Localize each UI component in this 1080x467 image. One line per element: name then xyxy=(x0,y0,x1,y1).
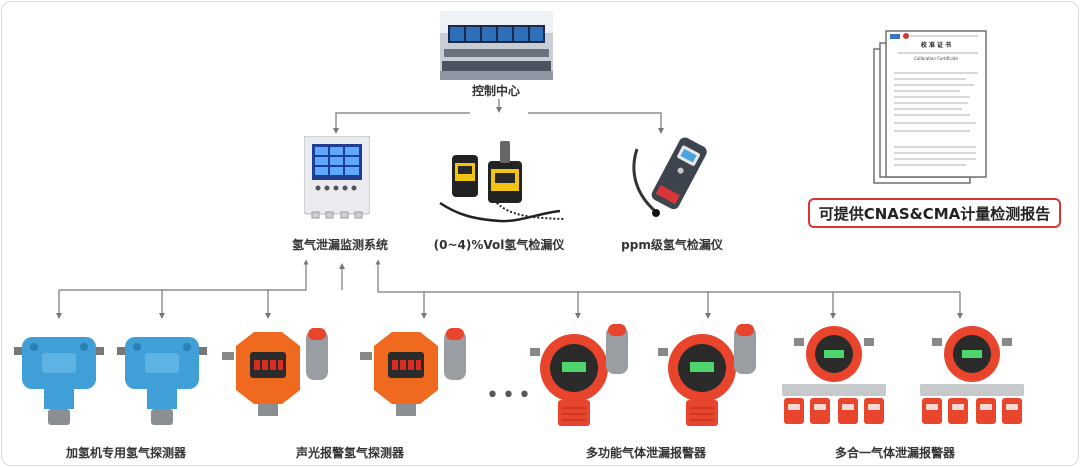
group2-label: 声光报警氢气探测器 xyxy=(295,446,405,460)
multi-in-one-alarm-2-image xyxy=(916,324,1028,430)
link-monitoring-left-bus xyxy=(59,262,307,291)
ppm-detector-label: ppm级氢气检漏仪 xyxy=(621,238,723,252)
dispenser-detector-2-image xyxy=(117,333,207,428)
dispenser-detector-1-image xyxy=(14,333,104,428)
sound-light-detector-1-image xyxy=(222,326,334,426)
group3-label: 多功能气体泄漏报警器 xyxy=(585,446,707,460)
portable-detector-label: (0~4)%Vol氢气检漏仪 xyxy=(433,238,565,252)
control-center-label: 控制中心 xyxy=(471,84,521,98)
multifunction-alarm-2-image xyxy=(656,322,761,432)
link-control-ppm xyxy=(528,112,664,134)
multi-in-one-alarm-1-image xyxy=(778,324,890,430)
group1-label: 加氢机专用氢气探测器 xyxy=(65,446,187,460)
certificate-title: 校 准 证 书 xyxy=(921,41,951,49)
control-center-photo xyxy=(440,11,553,80)
group4-label: 多合一气体泄漏报警器 xyxy=(834,446,956,460)
cnas-cma-badge: 可提供CNAS&CMA计量检测报告 xyxy=(808,198,1061,228)
portable-detector-image xyxy=(430,133,572,229)
more-devices-ellipsis: ••• xyxy=(486,383,534,408)
multifunction-alarm-1-image xyxy=(528,322,633,432)
link-control-monitoring xyxy=(333,112,470,134)
monitoring-panel-image xyxy=(303,135,371,219)
sound-light-detector-2-image xyxy=(360,326,472,426)
link-monitoring-right-bus xyxy=(377,266,960,293)
certificate-stack-image: 校 准 证 书 Calibration Certificate xyxy=(870,27,990,187)
monitoring-system-label: 氢气泄漏监测系统 xyxy=(291,238,389,252)
ppm-detector-image xyxy=(625,133,720,223)
certificate-subtitle: Calibration Certificate xyxy=(914,56,958,61)
